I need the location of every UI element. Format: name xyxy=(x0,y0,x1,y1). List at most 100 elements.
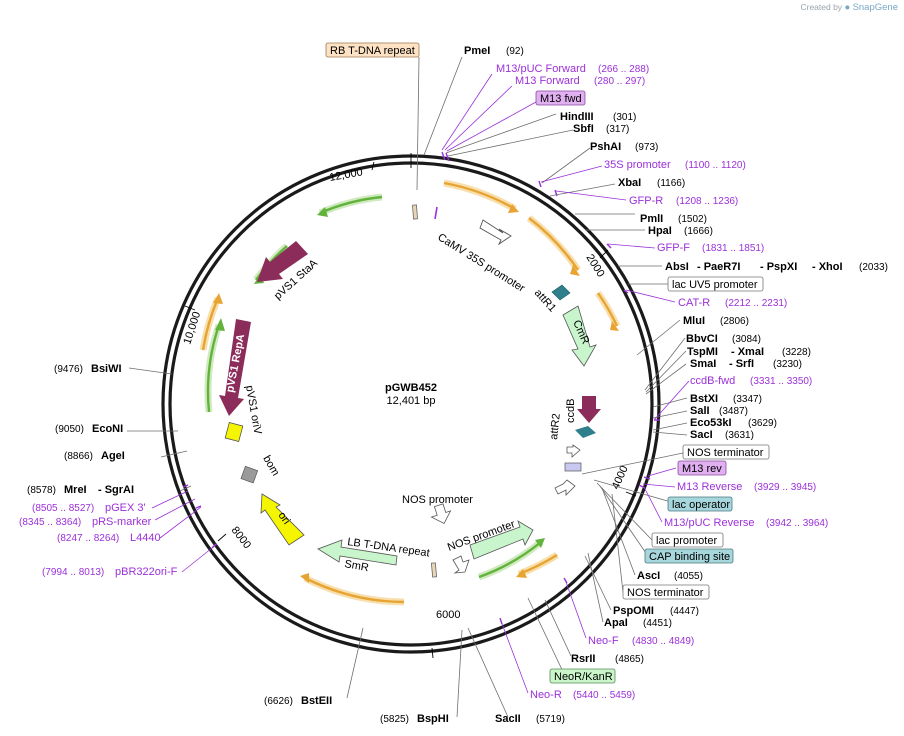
svg-text:(3230): (3230) xyxy=(773,359,802,370)
svg-text:(1666): (1666) xyxy=(684,226,713,237)
svg-text:(1502): (1502) xyxy=(678,214,707,225)
label-pspomi: PspOMI (4447) xyxy=(613,605,699,617)
svg-text:PshAI: PshAI xyxy=(590,141,621,153)
orf-arc-2 xyxy=(528,217,579,271)
svg-text:(5440 .. 5459): (5440 .. 5459) xyxy=(573,690,635,701)
svg-text:lac UV5 promoter: lac UV5 promoter xyxy=(672,279,758,291)
svg-text:(3629): (3629) xyxy=(748,418,777,429)
orf-arc-g1-glow xyxy=(318,193,383,217)
leaders-purple xyxy=(151,73,690,694)
svg-text:EcoNI: EcoNI xyxy=(92,423,123,435)
orf-arc-1-glow xyxy=(443,179,517,213)
label-nos-terminator-2: NOS terminator xyxy=(622,584,710,600)
svg-text:(4055): (4055) xyxy=(674,571,703,582)
attR1-marker xyxy=(551,284,571,301)
smR-label: SmR xyxy=(343,558,369,574)
svg-text:HpaI: HpaI xyxy=(648,225,672,237)
svg-text:pGEX 3': pGEX 3' xyxy=(105,502,146,514)
label-mlui: MluI (2806) xyxy=(683,315,749,327)
pvs1-staa-arrow xyxy=(257,241,308,282)
svg-text:(2806): (2806) xyxy=(720,316,749,327)
svg-text:(1166): (1166) xyxy=(657,178,685,189)
svg-text:M13/pUC Reverse: M13/pUC Reverse xyxy=(664,517,754,529)
label-m13-puc-forward: M13/pUC Forward (266 .. 288) xyxy=(496,63,649,75)
svg-text:(2212 .. 2231): (2212 .. 2231) xyxy=(725,298,787,309)
svg-text:(3228): (3228) xyxy=(782,347,811,358)
label-rsrii: RsrII (4865) xyxy=(571,653,644,665)
svg-text:(4447): (4447) xyxy=(670,606,699,617)
orf-arc-5 xyxy=(304,576,405,604)
svg-text:(1100 .. 1120): (1100 .. 1120) xyxy=(685,160,746,171)
svg-text:(973): (973) xyxy=(635,142,658,153)
svg-text:(4830 .. 4849): (4830 .. 4849) xyxy=(632,636,694,647)
label-lac-operator: lac operator xyxy=(667,496,733,512)
label-m13-forward: M13 Forward (280 .. 297) xyxy=(515,75,645,87)
label-l4440: (8247 .. 8264) L4440 xyxy=(57,532,161,544)
label-pshai: PshAI (973) xyxy=(590,141,658,153)
ruler-label-6000: 6000 xyxy=(436,609,460,621)
nos-promoter-mid-label: NOS promoter xyxy=(402,494,473,506)
label-gfp-f: GFP-F (1831 .. 1851) xyxy=(657,242,764,254)
svg-text:- XmaI: - XmaI xyxy=(731,346,764,358)
svg-text:M13 Reverse: M13 Reverse xyxy=(677,481,742,493)
label-nos-terminator-1: NOS terminator xyxy=(682,444,770,460)
label-apai: ApaI (4451) xyxy=(604,617,672,629)
bom-marker xyxy=(240,465,259,484)
ccdB-arrow xyxy=(577,396,601,423)
orf-arrow-g4 xyxy=(535,538,545,548)
pvs1-oriv-marker xyxy=(224,421,244,443)
label-hpai: HpaI (1666) xyxy=(648,225,713,237)
svg-text:(8505 .. 8527): (8505 .. 8527) xyxy=(32,503,94,514)
svg-text:SacII: SacII xyxy=(495,713,521,725)
label-lac-promoter: lac promoter xyxy=(651,532,724,548)
attR2-label: attR2 xyxy=(548,413,563,440)
svg-text:(8578): (8578) xyxy=(27,485,56,496)
svg-text:BstXI: BstXI xyxy=(690,393,718,405)
label-prs-marker: (8345 .. 8364) pRS-marker xyxy=(19,516,152,528)
label-pgex3: (8505 .. 8527) pGEX 3' xyxy=(32,502,146,514)
ruler-tick-2000 xyxy=(599,249,609,259)
ori-label: ori xyxy=(276,510,293,527)
svg-text:(8345 .. 8364): (8345 .. 8364) xyxy=(19,517,81,528)
svg-text:(92): (92) xyxy=(506,46,524,57)
orf-arc-1 xyxy=(443,181,516,211)
orf-arc-g3 xyxy=(206,324,221,413)
svg-text:(4865): (4865) xyxy=(615,654,644,665)
svg-text:pBR322ori-F: pBR322ori-F xyxy=(115,566,178,578)
credit-prefix: Created by xyxy=(800,2,843,12)
svg-text:(5719): (5719) xyxy=(536,714,565,725)
svg-text:(280 .. 297): (280 .. 297) xyxy=(594,76,645,87)
credit-brand: SnapGene xyxy=(852,2,898,13)
nos-terminator-arrow xyxy=(554,479,576,496)
label-neo-f: Neo-F (4830 .. 4849) xyxy=(588,635,694,647)
lac-promoter-arrow xyxy=(566,444,581,458)
svg-text:(1208 .. 1236): (1208 .. 1236) xyxy=(676,196,738,207)
label-econi: (9050) EcoNI xyxy=(55,423,123,435)
label-m13-puc-reverse: M13/pUC Reverse (3942 .. 3964) xyxy=(664,517,828,529)
orf-arrow-5 xyxy=(300,573,309,583)
label-ccdb-fwd: ccdB-fwd (3331 .. 3350) xyxy=(690,375,812,387)
svg-text:- PaeR7I: - PaeR7I xyxy=(697,261,740,273)
orf-arc-3 xyxy=(597,292,619,327)
ruler-label-12000: 12,000 xyxy=(328,166,363,184)
label-bsphi: (5825) BspHI xyxy=(380,713,449,725)
orf-arc-5-glow xyxy=(303,574,405,606)
svg-text:- XhoI: - XhoI xyxy=(812,261,843,273)
svg-text:M13/pUC Forward: M13/pUC Forward xyxy=(496,63,586,75)
orf-arrow-2 xyxy=(570,265,580,276)
svg-text:SbfI: SbfI xyxy=(573,123,594,135)
svg-text:lac promoter: lac promoter xyxy=(656,535,717,547)
snapgene-logo-icon: ● xyxy=(844,2,851,13)
svg-text:(5825): (5825) xyxy=(380,714,409,725)
svg-text:(1831 .. 1851): (1831 .. 1851) xyxy=(702,243,764,254)
svg-text:BstEII: BstEII xyxy=(301,695,332,707)
ruler-tick-12000 xyxy=(371,161,375,171)
m13-fwd-primer-mark xyxy=(434,206,438,220)
svg-text:pRS-marker: pRS-marker xyxy=(92,516,152,528)
label-lac-uv5-promoter: lac UV5 promoter xyxy=(667,276,764,292)
svg-text:GFP-F: GFP-F xyxy=(657,242,690,254)
svg-text:Eco53kI: Eco53kI xyxy=(690,417,732,429)
orf-arrow-6 xyxy=(213,293,223,304)
neoR-kanR-arrow xyxy=(469,520,534,560)
label-pmli: PmlI (1502) xyxy=(640,213,707,225)
